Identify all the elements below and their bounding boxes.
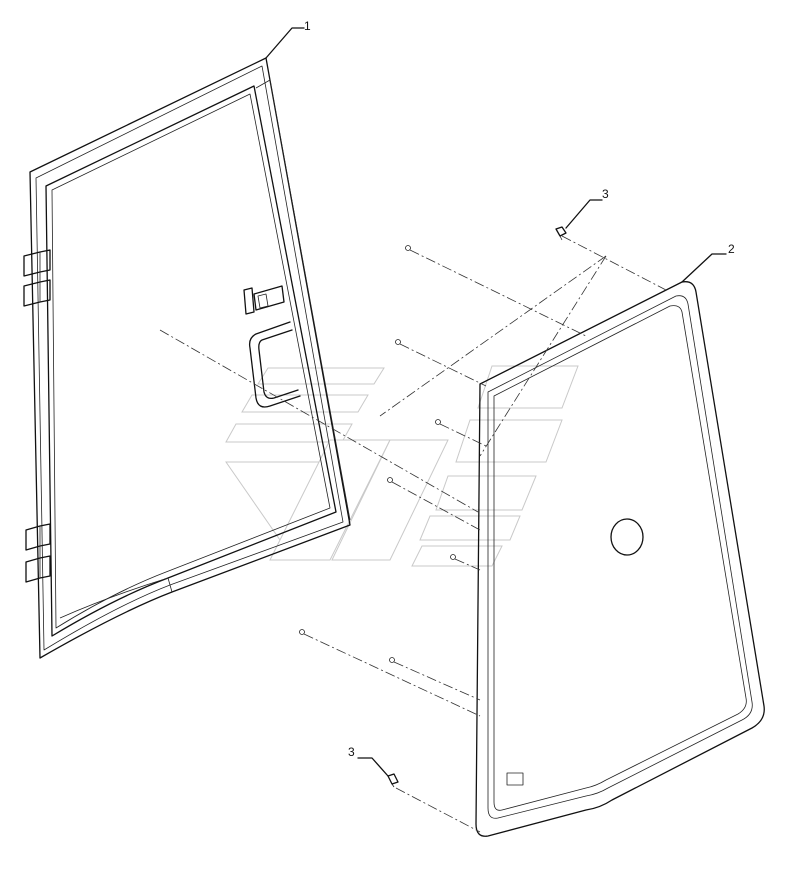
callout-3-top: 3 bbox=[602, 187, 609, 201]
upper-hinge bbox=[23, 249, 51, 307]
leader-lines bbox=[265, 27, 727, 777]
glass-panel bbox=[475, 281, 765, 837]
door-handle bbox=[248, 321, 301, 408]
watermark-logo bbox=[225, 365, 579, 567]
assembly-lines bbox=[159, 235, 667, 833]
callout-1: 1 bbox=[304, 19, 311, 33]
lower-hinge bbox=[25, 523, 51, 583]
clip-top bbox=[555, 226, 567, 241]
door-latch bbox=[243, 285, 285, 315]
door-frame bbox=[29, 57, 351, 659]
callout-2: 2 bbox=[728, 242, 735, 256]
clip-bottom bbox=[387, 773, 399, 788]
callout-3-bottom: 3 bbox=[348, 745, 355, 759]
screw-fasteners bbox=[299, 245, 456, 663]
